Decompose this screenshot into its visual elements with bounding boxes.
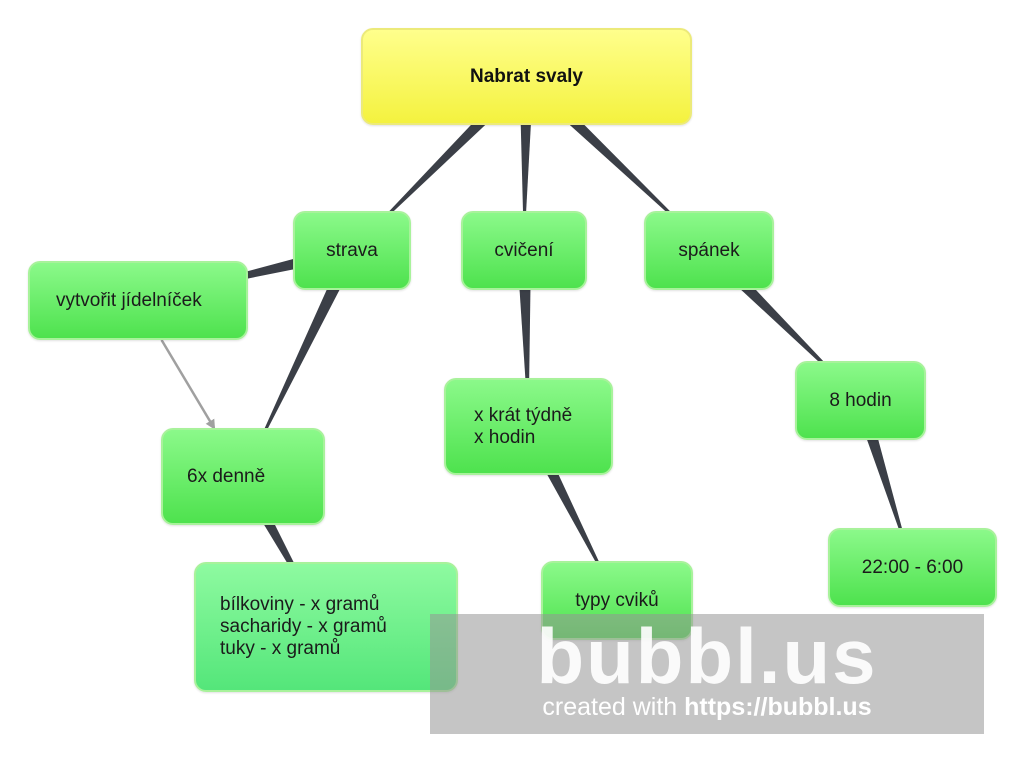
root-node[interactable]: Nabrat svaly (361, 28, 692, 125)
node-cas[interactable]: 22:00 - 6:00 (828, 528, 997, 607)
watermark-url: https://bubbl.us (684, 693, 872, 721)
arrow-jidelnicek-denne (160, 339, 216, 430)
root-node-label: Nabrat svaly (469, 65, 583, 87)
node-jidelnicek-label: vytvořit jídelníček (56, 289, 202, 311)
connector-hodin-cas (853, 398, 913, 568)
node-cas-label: 22:00 - 6:00 (861, 556, 964, 578)
node-makra[interactable]: bílkoviny - x gramů sacharidy - x gramů … (194, 562, 458, 692)
node-cviceni[interactable]: cvičení (461, 211, 587, 290)
node-hodin[interactable]: 8 hodin (795, 361, 926, 440)
node-jidelnicek[interactable]: vytvořit jídelníček (28, 261, 248, 340)
watermark-logo: bubbl.us (536, 612, 878, 700)
connector-strava-denne (243, 247, 359, 477)
node-strava[interactable]: strava (293, 211, 411, 290)
node-strava-label: strava (326, 239, 378, 261)
node-spanek[interactable]: spánek (644, 211, 774, 290)
watermark-banner: bubbl.us created with https://bubbl.us (430, 614, 984, 734)
node-tydne[interactable]: x krát týdně x hodin (444, 378, 613, 475)
node-hodin-label: 8 hodin (829, 389, 892, 411)
node-denne-label: 6x denně (187, 465, 266, 487)
node-cviky-label: typy cviků (575, 589, 659, 611)
node-makra-label: bílkoviny - x gramů sacharidy - x gramů … (220, 594, 387, 659)
node-denne[interactable]: 6x denně (161, 428, 325, 525)
node-spanek-label: spánek (678, 239, 740, 261)
node-tydne-label: x krát týdně x hodin (474, 404, 573, 448)
node-cviceni-label: cvičení (494, 239, 554, 261)
watermark-caption: created with https://bubbl.us (430, 692, 984, 722)
watermark-prefix: created with (542, 693, 685, 721)
